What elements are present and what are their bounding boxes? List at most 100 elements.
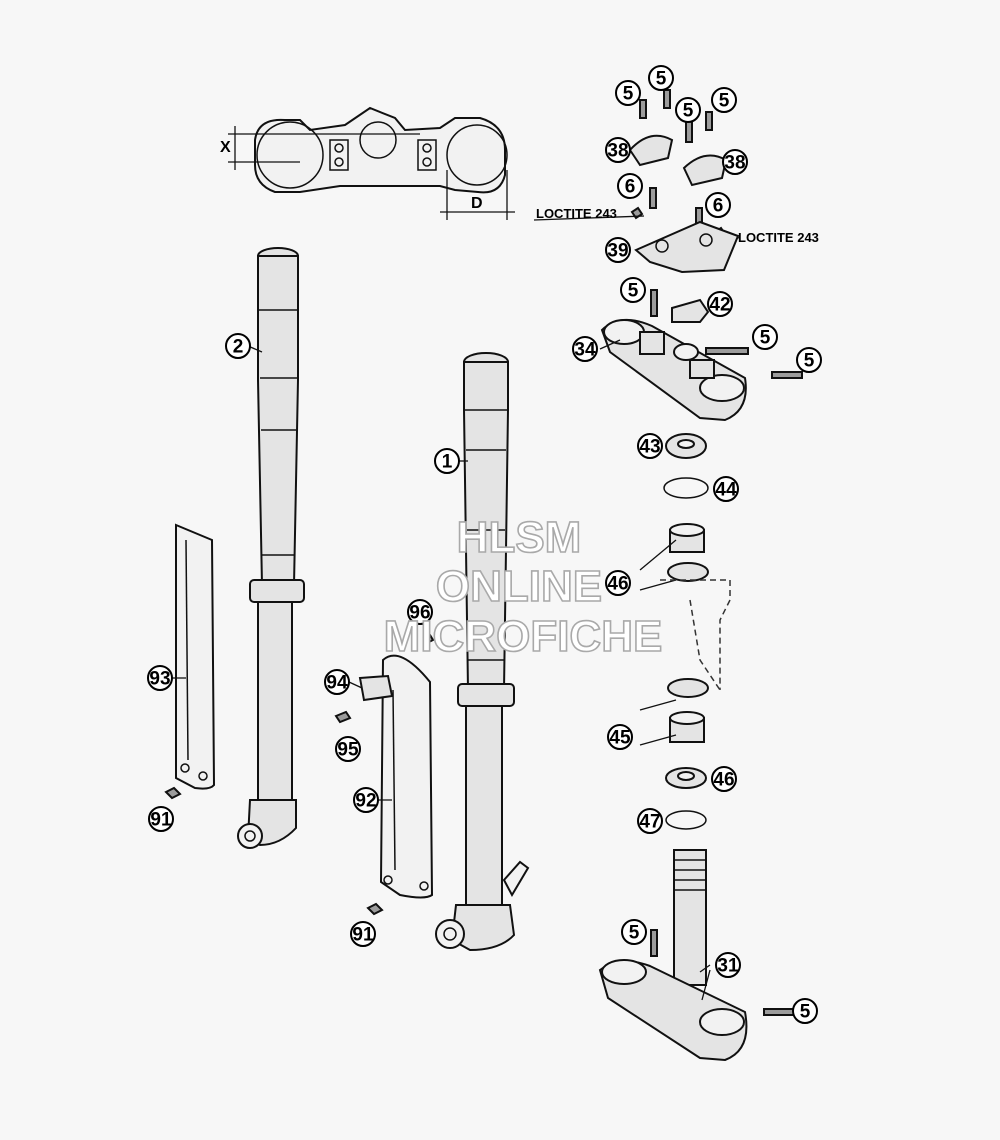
callout-circle — [605, 137, 631, 163]
callout-95: 95 — [335, 736, 361, 762]
callout-46: 46 — [711, 766, 737, 792]
callout-circle — [434, 448, 460, 474]
callout-91: 91 — [148, 806, 174, 832]
callout-circle — [607, 724, 633, 750]
callout-label: 39 — [607, 241, 628, 262]
callout-circle — [705, 192, 731, 218]
callout-6: 6 — [617, 173, 643, 199]
callout-label: 45 — [609, 728, 631, 749]
callout-label: 34 — [574, 340, 596, 361]
callout-5: 5 — [648, 65, 674, 91]
callout-circle — [324, 669, 350, 695]
fork-guard-right — [334, 633, 435, 916]
callout-label: 42 — [709, 295, 730, 316]
callout-label: 5 — [804, 351, 815, 372]
callout-31: 31 — [715, 952, 741, 978]
callout-label: 91 — [352, 925, 374, 946]
callout-circle — [147, 665, 173, 691]
handlebar-clamp-assembly: LOCTITE 243 LOCTITE 243 — [533, 89, 819, 274]
callout-circle — [621, 919, 647, 945]
callout-label: 6 — [713, 196, 724, 217]
callout-label: 2 — [233, 337, 244, 358]
callout-leaders — [171, 339, 711, 1001]
callout-2: 2 — [225, 333, 251, 359]
fork-guard-left — [164, 523, 216, 800]
callout-label: 44 — [715, 480, 737, 501]
loctite-note-left: LOCTITE 243 — [536, 206, 617, 221]
callout-93: 93 — [147, 665, 173, 691]
watermark: HLSM ONLINE MICROFICHE — [383, 512, 663, 662]
callout-circle — [675, 97, 701, 123]
triple-clamp-dimension-detail: X D — [220, 106, 515, 220]
callout-circle — [617, 173, 643, 199]
callout-circle — [648, 65, 674, 91]
callout-5: 5 — [752, 324, 778, 350]
callout-45: 45 — [607, 724, 633, 750]
callout-circle — [637, 433, 663, 459]
lower-triple-clamp-with-stem — [598, 849, 795, 1062]
callout-label: 95 — [337, 740, 359, 761]
callout-91: 91 — [350, 921, 376, 947]
callout-circle — [715, 952, 741, 978]
callout-circle — [722, 149, 748, 175]
callout-circle — [711, 766, 737, 792]
callout-circle — [637, 808, 663, 834]
callout-92: 92 — [353, 787, 379, 813]
callout-5: 5 — [675, 97, 701, 123]
dimension-d-label: D — [471, 195, 483, 212]
callout-5: 5 — [796, 347, 822, 373]
callout-label: 5 — [800, 1002, 811, 1023]
callout-label: 31 — [717, 956, 739, 977]
callout-label: 43 — [639, 437, 660, 458]
callout-96: 96 — [407, 599, 433, 625]
callout-label: 6 — [625, 177, 636, 198]
callout-circle — [572, 336, 598, 362]
callout-label: 5 — [760, 328, 771, 349]
callout-1: 1 — [434, 448, 460, 474]
callout-circle — [752, 324, 778, 350]
watermark-line-2: ONLINE — [436, 562, 602, 611]
callout-34: 34 — [572, 336, 598, 362]
callout-circle — [407, 599, 433, 625]
callout-circle — [350, 921, 376, 947]
callout-label: 5 — [629, 923, 640, 944]
callout-5: 5 — [621, 919, 647, 945]
callout-circle — [713, 476, 739, 502]
callout-label: 46 — [713, 770, 734, 791]
callout-label: 5 — [628, 281, 639, 302]
callout-5: 5 — [711, 87, 737, 113]
callout-label: 5 — [656, 69, 667, 90]
callout-label: 5 — [623, 84, 634, 105]
callout-47: 47 — [637, 808, 663, 834]
callout-circle — [620, 277, 646, 303]
callout-circle — [605, 570, 631, 596]
callout-5: 5 — [792, 998, 818, 1024]
callout-label: 38 — [607, 141, 628, 162]
callout-5: 5 — [620, 277, 646, 303]
callout-38: 38 — [605, 137, 631, 163]
fork-leg-left — [237, 247, 305, 849]
callout-circle — [148, 806, 174, 832]
steering-bearing-stack — [639, 433, 731, 830]
callout-label: 94 — [326, 673, 348, 694]
callout-label: 38 — [724, 153, 745, 174]
callout-5: 5 — [615, 80, 641, 106]
callout-label: 93 — [149, 669, 170, 690]
callout-46: 46 — [605, 570, 631, 596]
callout-circle — [711, 87, 737, 113]
callout-94: 94 — [324, 669, 350, 695]
callout-circle — [796, 347, 822, 373]
callout-43: 43 — [637, 433, 663, 459]
callout-label: 92 — [355, 791, 376, 812]
callout-38: 38 — [722, 149, 748, 175]
callout-label: 96 — [409, 603, 430, 624]
upper-triple-clamp — [600, 289, 803, 422]
callout-circle — [225, 333, 251, 359]
fork-leg-right — [435, 352, 530, 952]
callout-44: 44 — [713, 476, 739, 502]
callout-circle — [353, 787, 379, 813]
callout-39: 39 — [605, 237, 631, 263]
callout-label: 47 — [639, 812, 660, 833]
